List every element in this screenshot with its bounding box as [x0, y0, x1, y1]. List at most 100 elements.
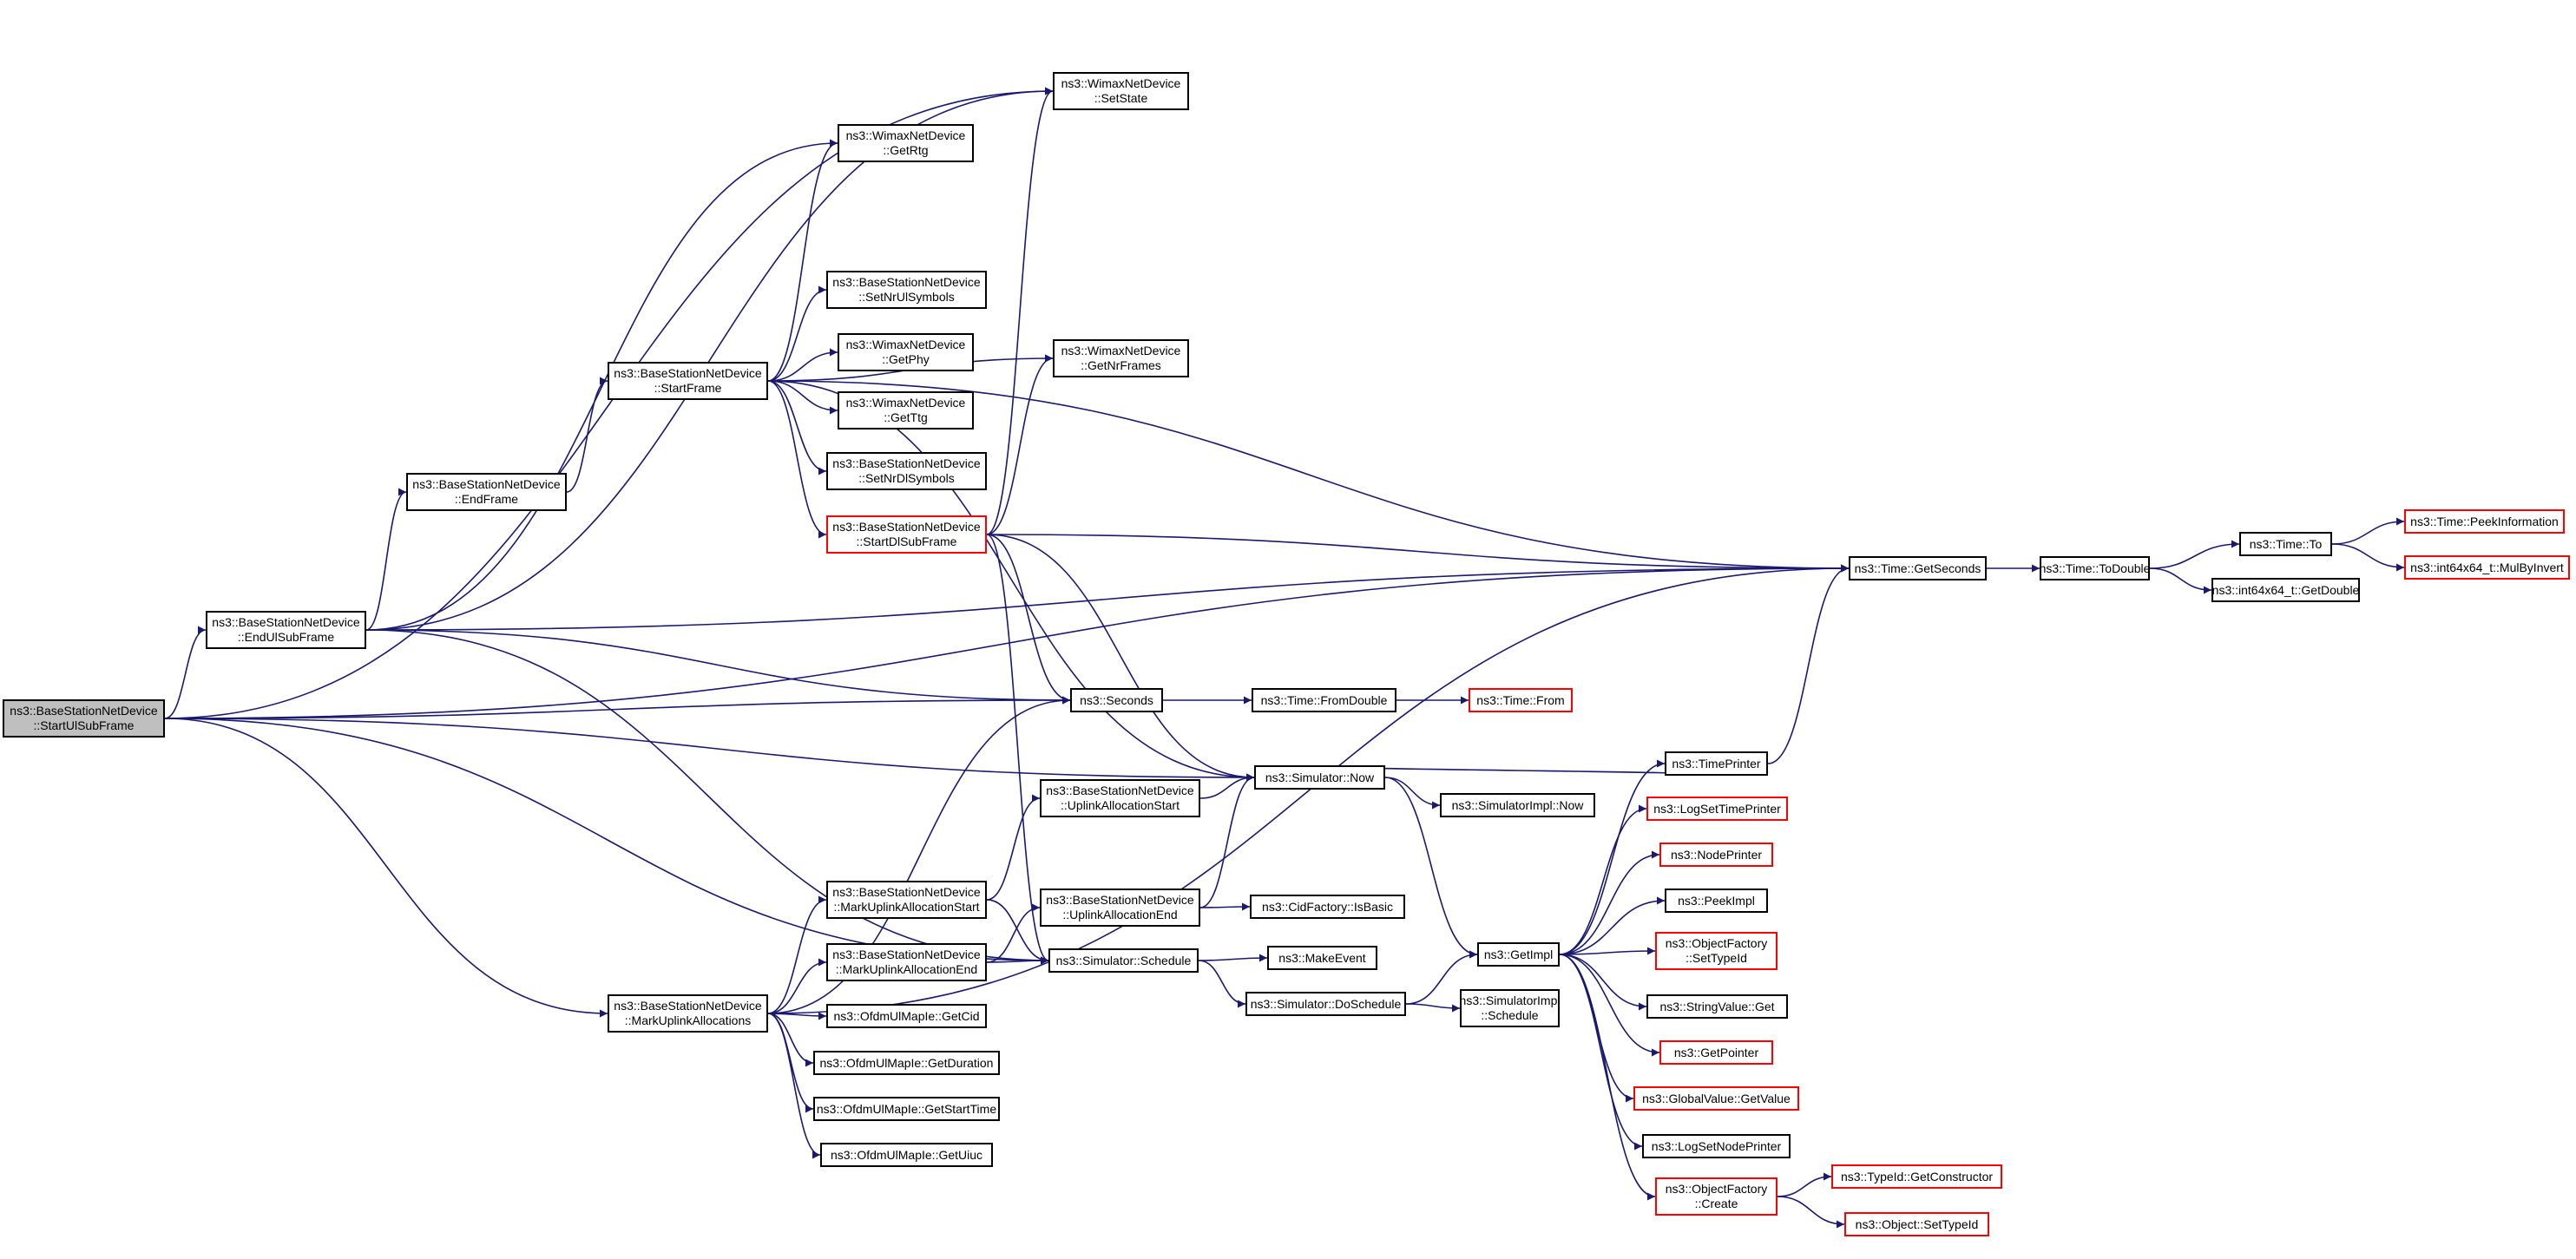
node-makeevent[interactable]: ns3::MakeEvent	[1267, 946, 1377, 970]
node-settypeid[interactable]: ns3::ObjectFactory::SetTypeId	[1655, 932, 1778, 970]
node-gettimeseconds[interactable]: ns3::Time::GetSeconds	[1849, 556, 1987, 580]
node-getphy[interactable]: ns3::WimaxNetDevice::GetPhy	[838, 333, 974, 371]
node-timeto[interactable]: ns3::Time::To	[2239, 532, 2332, 556]
edge-endulsubframe-to-simulatorschedule	[365, 629, 1049, 965]
node-label-line: ns3::BaseStationNetDevice	[832, 275, 981, 289]
node-label-line: ns3::WimaxNetDevice	[1061, 76, 1181, 90]
node-label-line: ns3::WimaxNetDevice	[845, 338, 966, 351]
node-label-line: ns3::SimulatorImpl	[1459, 993, 1561, 1007]
node-label-line: ns3::BaseStationNetDevice	[832, 885, 981, 899]
edge-getimpl-to-settypeid	[1559, 947, 1656, 955]
node-simulatornow[interactable]: ns3::Simulator::Now	[1254, 765, 1385, 790]
edge-endulsubframe-to-getrtg	[365, 139, 838, 631]
node-timefrom[interactable]: ns3::Time::From	[1469, 688, 1573, 712]
node-mulbyinvert[interactable]: ns3::int64x64_t::MulByInvert	[2404, 555, 2570, 580]
node-label-line: ns3::Seconds	[1080, 692, 1153, 707]
node-label-line: ns3::WimaxNetDevice	[1061, 344, 1181, 357]
node-label-line: ns3::Time::PeekInformation	[2410, 514, 2559, 528]
node-label-line: ::SetNrDlSymbols	[858, 471, 955, 485]
node-simulatorimplnow[interactable]: ns3::SimulatorImpl::Now	[1440, 793, 1595, 817]
node-markuplinkallocationend[interactable]: ns3::BaseStationNetDevice::MarkUplinkAll…	[826, 943, 987, 981]
node-label-line: ns3::OfdmUlMapIe::GetUiuc	[830, 1147, 983, 1162]
node-stringvalueget[interactable]: ns3::StringValue::Get	[1646, 994, 1788, 1019]
node-label-line: ::MarkUplinkAllocationStart	[833, 900, 980, 914]
node-getimpl[interactable]: ns3::GetImpl	[1477, 942, 1560, 967]
node-endulsubframe[interactable]: ns3::BaseStationNetDevice::EndUlSubFrame	[206, 611, 366, 649]
node-setnrdlsymbols[interactable]: ns3::BaseStationNetDevice::SetNrDlSymbol…	[826, 452, 987, 490]
node-startframe[interactable]: ns3::BaseStationNetDevice::StartFrame	[608, 362, 768, 400]
node-label-line: ns3::LogSetNodePrinter	[1651, 1138, 1782, 1153]
node-cidfactoryisbasic[interactable]: ns3::CidFactory::IsBasic	[1250, 895, 1405, 919]
node-simulatorschedule[interactable]: ns3::Simulator::Schedule	[1048, 948, 1199, 973]
edge-objectfactorycreate-to-getconstructor	[1777, 1172, 1832, 1197]
edge-startframe-to-gettimeseconds	[767, 380, 1850, 573]
edge-endframe-to-startframe	[566, 377, 608, 493]
node-doschedule[interactable]: ns3::Simulator::DoSchedule	[1245, 992, 1406, 1016]
node-logsetnodeprinter[interactable]: ns3::LogSetNodePrinter	[1642, 1134, 1791, 1158]
edge-timeto-to-peekinformation	[2331, 517, 2405, 545]
node-getpointer[interactable]: ns3::GetPointer	[1659, 1040, 1773, 1065]
node-timeprinter[interactable]: ns3::TimePrinter	[1665, 751, 1768, 776]
node-getttg[interactable]: ns3::WimaxNetDevice::GetTtg	[838, 391, 974, 430]
edge-markuplinkallocations-to-markuplinkallocationend	[767, 958, 827, 1014]
node-uplinkallocationend[interactable]: ns3::BaseStationNetDevice::UplinkAllocat…	[1040, 889, 1200, 927]
node-label-line: ns3::BaseStationNetDevice	[412, 477, 561, 491]
node-setstate[interactable]: ns3::WimaxNetDevice::SetState	[1053, 72, 1189, 110]
node-seconds[interactable]: ns3::Seconds	[1070, 688, 1163, 712]
node-label-line: ::MarkUplinkAllocationEnd	[835, 962, 978, 976]
node-peekimpl[interactable]: ns3::PeekImpl	[1665, 889, 1768, 913]
node-label-line: ns3::Time::FromDouble	[1260, 692, 1388, 707]
node-label-line: ns3::Simulator::Schedule	[1055, 953, 1192, 967]
edge-markuplinkallocations-to-getduration	[767, 1013, 814, 1067]
node-label-line: ns3::BaseStationNetDevice	[1046, 784, 1194, 797]
edge-simulatornow-to-simulatorimplnow	[1384, 777, 1441, 810]
node-getdouble[interactable]: ns3::int64x64_t::GetDouble	[2211, 578, 2360, 602]
node-markuplinkallocationstart[interactable]: ns3::BaseStationNetDevice::MarkUplinkAll…	[826, 881, 987, 919]
node-nodeprinter[interactable]: ns3::NodePrinter	[1659, 843, 1773, 867]
edge-getimpl-to-logsetnodeprinter	[1559, 954, 1643, 1151]
edge-simulatornow-to-getimpl	[1384, 777, 1478, 959]
node-objectfactorycreate[interactable]: ns3::ObjectFactory::Create	[1655, 1177, 1778, 1216]
edge-doschedule-to-getimpl	[1405, 950, 1478, 1005]
edge-startframe-to-setnrdlsymbols	[767, 380, 827, 475]
node-getduration[interactable]: ns3::OfdmUlMapIe::GetDuration	[813, 1051, 1000, 1075]
node-uplinkallocationstart[interactable]: ns3::BaseStationNetDevice::UplinkAllocat…	[1040, 779, 1200, 817]
node-label-line: ns3::Simulator::Now	[1265, 770, 1375, 784]
node-markuplinkallocations[interactable]: ns3::BaseStationNetDevice::MarkUplinkAll…	[608, 994, 768, 1033]
node-label-line: ns3::Object::SetTypeId	[1855, 1216, 1979, 1231]
node-todouble[interactable]: ns3::Time::ToDouble	[2040, 556, 2150, 580]
node-logsettimeprinter[interactable]: ns3::LogSetTimePrinter	[1646, 797, 1788, 821]
node-label-line: ns3::BaseStationNetDevice	[212, 615, 360, 629]
edge-startframe-to-getrtg	[767, 139, 838, 382]
node-label-line: ::EndFrame	[454, 492, 519, 506]
node-label-line: ::GetTtg	[884, 410, 928, 424]
node-peekinformation[interactable]: ns3::Time::PeekInformation	[2404, 509, 2565, 534]
node-getcid[interactable]: ns3::OfdmUlMapIe::GetCid	[826, 1004, 987, 1028]
node-objectsettypeid[interactable]: ns3::Object::SetTypeId	[1844, 1212, 1989, 1236]
node-label-line: ns3::OfdmUlMapIe::GetDuration	[819, 1055, 994, 1070]
node-getnrframes[interactable]: ns3::WimaxNetDevice::GetNrFrames	[1053, 339, 1189, 377]
node-simulatorimplschedule[interactable]: ns3::SimulatorImpl::Schedule	[1460, 989, 1560, 1027]
node-label-line: ::Schedule	[1481, 1008, 1539, 1022]
node-globalvaluegetvalue[interactable]: ns3::GlobalValue::GetValue	[1633, 1086, 1799, 1111]
node-getrtg[interactable]: ns3::WimaxNetDevice::GetRtg	[838, 124, 974, 162]
node-getuiuc[interactable]: ns3::OfdmUlMapIe::GetUiuc	[820, 1143, 993, 1167]
node-setnrulsymbols[interactable]: ns3::BaseStationNetDevice::SetNrUlSymbol…	[826, 271, 987, 309]
node-label-line: ::Create	[1694, 1197, 1738, 1210]
edge-getimpl-to-objectfactorycreate	[1559, 954, 1656, 1201]
edge-objectfactorycreate-to-objectsettypeid	[1777, 1196, 1845, 1229]
edge-getimpl-to-timeprinter	[1559, 759, 1666, 955]
node-getstarttime[interactable]: ns3::OfdmUlMapIe::GetStartTime	[813, 1097, 1000, 1121]
node-label-line: ::SetNrUlSymbols	[858, 290, 955, 304]
node-endframe[interactable]: ns3::BaseStationNetDevice::EndFrame	[406, 473, 567, 511]
node-startdlsubframe[interactable]: ns3::BaseStationNetDevice::StartDlSubFra…	[826, 515, 987, 554]
edge-markuplinkallocations-to-getuiuc	[767, 1013, 821, 1159]
node-fromdouble[interactable]: ns3::Time::FromDouble	[1252, 688, 1396, 712]
edge-getimpl-to-nodeprinter	[1559, 850, 1660, 955]
edge-startdlsubframe-to-setstate	[986, 87, 1054, 535]
node-label-line: ns3::Time::GetSeconds	[1854, 561, 1981, 575]
node-label-line: ns3::BaseStationNetDevice	[1046, 893, 1194, 907]
node-label-line: ns3::int64x64_t::GetDouble	[2211, 582, 2360, 597]
node-getconstructor[interactable]: ns3::TypeId::GetConstructor	[1831, 1164, 2002, 1189]
